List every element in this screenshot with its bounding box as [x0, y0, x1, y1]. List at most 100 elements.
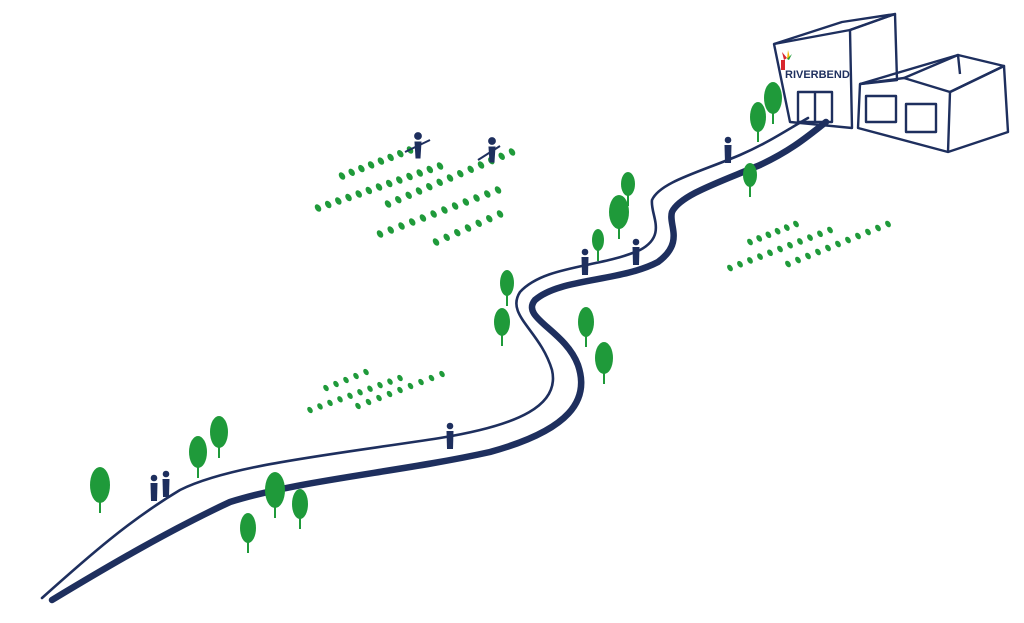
crop-plant-icon: [825, 244, 831, 252]
crop-plant-icon: [367, 161, 375, 169]
crop-plant-icon: [395, 196, 402, 204]
crop-plant-icon: [324, 200, 332, 209]
crop-plant-icon: [737, 260, 743, 268]
crop-plant-icon: [508, 148, 516, 156]
factory-annex-side: [947, 64, 1010, 154]
crop-plant-icon: [387, 226, 394, 234]
crop-plant-icon: [475, 219, 482, 227]
crop-field-right: [727, 220, 891, 272]
factory-main-side: [849, 12, 899, 86]
crop-plant-icon: [365, 186, 373, 195]
crop-plant-icon: [418, 378, 424, 386]
crop-plant-icon: [467, 165, 474, 173]
people: [150, 136, 732, 501]
crop-plant-icon: [375, 183, 383, 191]
crop-plant-icon: [407, 382, 414, 390]
tree-icon: [240, 513, 256, 553]
crop-plant-icon: [396, 176, 403, 184]
crop-plant-icon: [327, 399, 333, 407]
crop-plant-icon: [454, 229, 461, 237]
crop-plant-icon: [756, 235, 763, 242]
crop-plant-icon: [817, 230, 823, 238]
crop-plant-icon: [473, 194, 480, 202]
crop-plant-icon: [337, 396, 343, 403]
crop-plant-icon: [774, 227, 781, 235]
crop-plant-icon: [486, 215, 493, 223]
road-edge-bottom: [48, 118, 830, 604]
crop-plant-icon: [855, 232, 861, 240]
crop-plant-icon: [439, 370, 445, 378]
tree-icon: [500, 270, 514, 306]
factory-window-1: [864, 94, 898, 124]
crop-plant-icon: [416, 169, 423, 177]
tree-icon: [750, 102, 766, 142]
crop-plant-icon: [307, 406, 313, 414]
crop-plant-icon: [347, 392, 353, 399]
crop-plant-icon: [443, 233, 450, 241]
crop-plant-icon: [845, 236, 851, 244]
factory-window-2: [904, 102, 938, 134]
farmer-2: [477, 137, 501, 163]
farmer-1: [404, 132, 431, 159]
crop-plant-icon: [367, 385, 373, 392]
crop-plant-icon: [376, 394, 382, 402]
factory-building-icon: [772, 12, 1010, 154]
crop-plant-icon: [815, 248, 821, 256]
tree-icon: [578, 307, 594, 347]
brand-logo-icon: [781, 50, 792, 70]
crop-plant-icon: [408, 218, 416, 226]
crop-plant-icon: [457, 170, 464, 178]
crop-plant-icon: [386, 390, 393, 398]
tree-icon: [592, 229, 604, 261]
crop-plant-icon: [436, 178, 443, 186]
crop-plant-icon: [477, 161, 485, 169]
crop-plant-icon: [363, 368, 369, 376]
factory-main-front: [772, 28, 854, 130]
person-icon: [581, 248, 589, 275]
tree-icon: [764, 82, 782, 124]
crop-plant-icon: [397, 386, 403, 394]
crop-plant-icon: [333, 380, 339, 388]
crop-plant-icon: [419, 214, 427, 222]
crop-plant-icon: [426, 165, 434, 174]
crop-plant-icon: [345, 193, 352, 202]
crop-plant-icon: [451, 202, 459, 210]
crop-plant-icon: [446, 174, 454, 182]
crop-plant-icon: [335, 197, 342, 205]
crop-plant-icon: [835, 240, 841, 248]
crop-plant-icon: [727, 264, 733, 272]
crop-plant-icon: [805, 252, 811, 260]
crop-plant-icon: [426, 183, 433, 191]
crop-plant-icon: [376, 230, 384, 238]
crop-plant-icon: [747, 238, 753, 246]
road-edge-top: [40, 116, 810, 600]
person-icon: [150, 474, 158, 501]
crop-plant-icon: [377, 381, 383, 389]
crop-plant-icon: [357, 389, 363, 396]
person-icon: [632, 238, 640, 265]
crop-plant-icon: [767, 249, 773, 257]
logo-stem: [781, 60, 785, 70]
crop-plant-icon: [348, 168, 355, 176]
crop-plant-icon: [343, 376, 349, 384]
tree-icon: [494, 308, 510, 346]
crop-plant-icon: [314, 204, 322, 212]
crop-plant-icon: [405, 191, 412, 199]
crop-plant-icon: [377, 157, 385, 165]
tree-icon: [621, 172, 635, 206]
crop-plant-icon: [777, 245, 783, 253]
crop-plant-icon: [827, 226, 833, 234]
winding-road: [40, 116, 830, 604]
brand-name: RIVERBEND: [785, 69, 850, 81]
crop-plant-icon: [462, 198, 470, 206]
crop-plant-icon: [338, 172, 346, 180]
tree-icon: [609, 195, 629, 239]
crop-plant-icon: [385, 179, 393, 188]
crop-plant-icon: [807, 234, 813, 241]
person-icon: [724, 136, 732, 163]
crop-plant-icon: [757, 253, 763, 260]
crop-plant-icon: [355, 190, 362, 198]
person-icon: [162, 470, 170, 497]
crop-plant-icon: [387, 378, 393, 385]
